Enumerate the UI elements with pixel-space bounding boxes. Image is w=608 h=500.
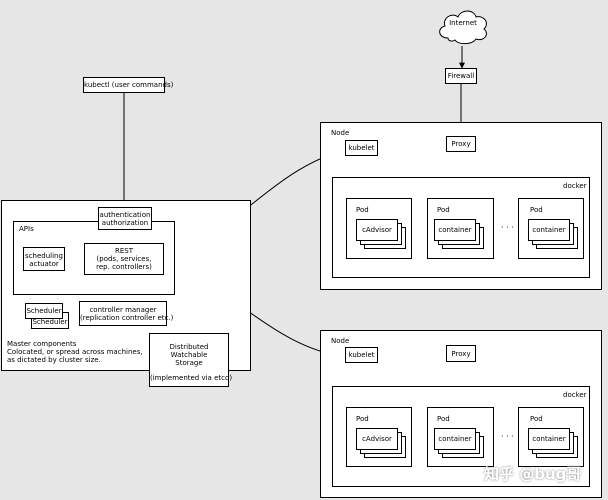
- node-2-container-2-label: container: [532, 435, 566, 443]
- apis-label: APIs: [19, 225, 34, 233]
- storage-line-3: Storage: [175, 359, 203, 367]
- internet-label: Internet: [449, 19, 477, 27]
- node-2-pod-2-label: Pod: [437, 415, 450, 423]
- node-2-docker-label: docker: [563, 391, 587, 399]
- node-1-ellipsis: · · ·: [501, 223, 514, 232]
- scheduler-box[interactable]: Scheduler: [25, 303, 63, 319]
- node-2-container-1-label: container: [438, 435, 472, 443]
- ctrl-line-1: controller manager: [89, 306, 157, 314]
- sched-act-line-1: scheduling: [25, 252, 63, 260]
- node-1-kubelet-box[interactable]: kubelet: [345, 140, 378, 156]
- scheduler-back-label: Scheduler: [32, 318, 68, 326]
- scheduling-actuator-box[interactable]: scheduling actuator: [23, 247, 65, 271]
- ctrl-line-2: (replication controller etc.): [80, 314, 174, 322]
- controller-manager-box[interactable]: controller manager (replication controll…: [79, 301, 174, 326]
- rest-line-2: (pods, services,: [96, 255, 152, 263]
- master-desc-line-3: as dictated by cluster size.: [7, 356, 101, 364]
- node-2-kubelet-box[interactable]: kubelet: [345, 347, 378, 363]
- storage-line-4: (implemented via etcd): [150, 374, 233, 382]
- node-1-label: Node: [331, 129, 350, 137]
- master-desc-line-1: Master components: [7, 340, 77, 348]
- node-2-proxy-box[interactable]: Proxy: [446, 345, 476, 362]
- master-desc-line-2: Colocated, or spread across machines,: [7, 348, 143, 356]
- internet-cloud-icon: [439, 10, 487, 45]
- node-1-pod-3-label: Pod: [530, 206, 543, 214]
- node-1-container-2-label: container: [532, 226, 566, 234]
- authentication-authorization-box[interactable]: authentication authorization: [98, 207, 152, 230]
- node-2-pod-3-label: Pod: [530, 415, 543, 423]
- auth-line-2: authorization: [101, 219, 149, 227]
- firewall-box[interactable]: Firewall: [445, 68, 477, 84]
- storage-line-2: Watchable: [170, 351, 208, 359]
- node-2-proxy-label: Proxy: [451, 350, 471, 358]
- node-2-label: Node: [331, 337, 350, 345]
- node-1-cadvisor-label: cAdvisor: [362, 226, 392, 234]
- node-2-ellipsis: · · ·: [501, 432, 514, 441]
- auth-line-1: authentication: [99, 211, 151, 219]
- kubectl-box[interactable]: kubectl (user commands): [83, 77, 174, 93]
- node-1-docker-label: docker: [563, 182, 587, 190]
- node-2-kubelet-label: kubelet: [348, 351, 375, 359]
- node-1-pod-2-label: Pod: [437, 206, 450, 214]
- rest-line-3: rep. controllers): [96, 263, 152, 271]
- node-1-proxy-box[interactable]: Proxy: [446, 136, 476, 152]
- kubectl-label: kubectl (user commands): [84, 81, 174, 89]
- scheduler-label: Scheduler: [26, 307, 62, 315]
- firewall-label: Firewall: [447, 72, 475, 80]
- storage-line-1: Distributed: [169, 343, 209, 351]
- sched-act-line-2: actuator: [29, 260, 59, 268]
- node-2-cadvisor-label: cAdvisor: [362, 435, 392, 443]
- distributed-storage-box[interactable]: Distributed Watchable Storage (implement…: [149, 333, 233, 387]
- node-2-pod-1-label: Pod: [356, 415, 369, 423]
- watermark-text: 知乎 @bug哥: [484, 465, 582, 483]
- node-1-kubelet-label: kubelet: [348, 144, 375, 152]
- node-1-container-1-label: container: [438, 226, 472, 234]
- rest-api-box[interactable]: REST (pods, services, rep. controllers): [84, 243, 164, 275]
- node-1-pod-1-label: Pod: [356, 206, 369, 214]
- rest-line-1: REST: [114, 247, 133, 255]
- node-1-proxy-label: Proxy: [451, 140, 471, 148]
